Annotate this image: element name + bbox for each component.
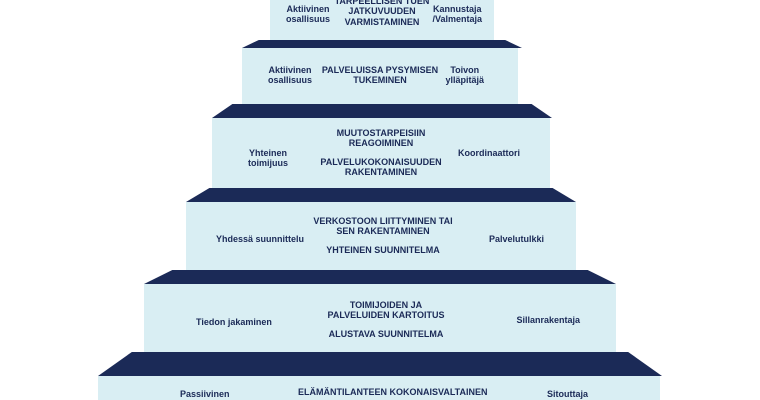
step-2-right-label: Toivon ylläpitäjä	[445, 65, 484, 86]
step-5-left-label: Tiedon jakaminen	[196, 317, 272, 327]
step-1: Aktiivinen osallisuus TARPEELLISEN TUEN …	[270, 0, 494, 40]
step-4-tread	[186, 188, 576, 202]
step-5-right-label: Sillanrakentaja	[516, 315, 580, 325]
step-3-tread	[212, 104, 552, 118]
step-3-left-label: Yhteinen toimijuus	[248, 148, 288, 169]
step-4-center: VERKOSTOON LIITTYMINEN TAI SEN RAKENTAMI…	[310, 216, 456, 255]
step-2-center: PALVELUISSA PYSYMISEN TUKEMINEN	[320, 65, 440, 86]
step-5-center-text-2: ALUSTAVA SUUNNITELMA	[328, 328, 444, 339]
step-4-right-label: Palvelutulkki	[488, 234, 544, 244]
step-4-left-label: Yhdessä suunnittelu	[216, 234, 305, 244]
step-4-center-text-2: YHTEINEN SUUNNITELMA	[326, 244, 440, 255]
step-5-center-text-1: TOIMIJOIDEN JA PALVELUIDEN KARTOITUS	[327, 300, 445, 321]
step-1-left-label: Aktiivinen osallisuus	[286, 4, 331, 25]
step-2-center-text-1: PALVELUISSA PYSYMISEN TUKEMINEN	[321, 65, 439, 86]
step-6-tread	[98, 352, 662, 376]
step-3-right-label: Koordinaattori	[458, 148, 520, 158]
step-6-right-label: Sitouttaja	[546, 389, 588, 399]
step-5-tread	[144, 270, 616, 284]
step-2: Aktiivinen osallisuus PALVELUISSA PYSYMI…	[242, 48, 518, 104]
step-5-center: TOIMIJOIDEN JA PALVELUIDEN KARTOITUS ALU…	[310, 300, 462, 339]
step-1-center-text-1: TARPEELLISEN TUEN JATKUVUUDEN VARMISTAMI…	[334, 0, 430, 27]
step-6: Passiivinen ELÄMÄNTILANTEEN KOKONAISVALT…	[98, 376, 660, 400]
step-3-center-text-1: MUUTOSTARPEISIIN REAGOIMINEN	[336, 128, 426, 149]
step-1-right-label: Kannustaja /Valmentaja	[432, 4, 482, 25]
step-5: Tiedon jakaminen TOIMIJOIDEN JA PALVELUI…	[144, 284, 616, 352]
step-3: Yhteinen toimijuus MUUTOSTARPEISIIN REAG…	[212, 118, 550, 188]
step-1-center: TARPEELLISEN TUEN JATKUVUUDEN VARMISTAMI…	[330, 0, 434, 27]
step-3-center: MUUTOSTARPEISIIN REAGOIMINEN PALVELUKOKO…	[308, 128, 454, 177]
step-6-left-label: Passiivinen	[180, 389, 230, 399]
step-6-center: ELÄMÄNTILANTEEN KOKONAISVALTAINEN	[298, 387, 488, 397]
step-6-center-text-1: ELÄMÄNTILANTEEN KOKONAISVALTAINEN	[298, 387, 488, 397]
step-4-center-text-1: VERKOSTOON LIITTYMINEN TAI SEN RAKENTAMI…	[313, 216, 453, 237]
step-3-center-text-2: PALVELUKOKONAISUUDEN RAKENTAMINEN	[320, 156, 442, 178]
step-4: Yhdessä suunnittelu VERKOSTOON LIITTYMIN…	[186, 202, 576, 270]
step-2-left-label: Aktiivinen osallisuus	[268, 65, 313, 86]
step-2-tread	[242, 40, 522, 48]
